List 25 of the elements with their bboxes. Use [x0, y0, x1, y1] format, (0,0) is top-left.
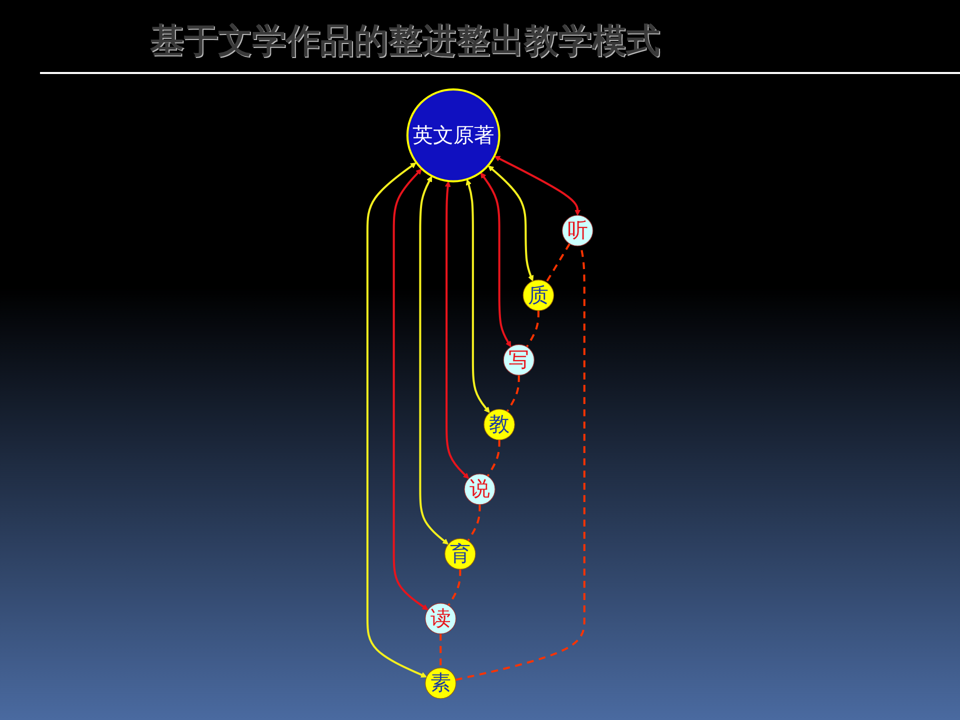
arrow — [494, 156, 580, 216]
arrow — [444, 181, 469, 479]
connector — [467, 504, 481, 542]
node-circle: 说 — [464, 474, 496, 505]
connector — [526, 310, 540, 348]
connector — [439, 634, 442, 668]
node-circle: 质 — [522, 280, 554, 311]
arrow — [419, 176, 448, 545]
title: 基于文学作品的整进整出教学模式 — [40, 0, 960, 74]
arrow — [392, 168, 428, 610]
arrow — [488, 165, 534, 282]
connector — [448, 569, 462, 606]
node-circle: 育 — [444, 538, 476, 570]
node-circle: 教 — [483, 408, 515, 440]
node-circle: 听 — [562, 215, 594, 246]
arrow — [466, 179, 490, 414]
node-circle: 素 — [424, 668, 456, 699]
node-circle: 读 — [424, 602, 456, 634]
connector — [506, 375, 520, 412]
node-circle: 英文原著 — [406, 88, 500, 182]
connector — [486, 440, 500, 477]
connector — [545, 243, 570, 283]
arrow — [366, 162, 427, 678]
node-circle: 写 — [503, 344, 534, 376]
arrow — [480, 172, 512, 348]
